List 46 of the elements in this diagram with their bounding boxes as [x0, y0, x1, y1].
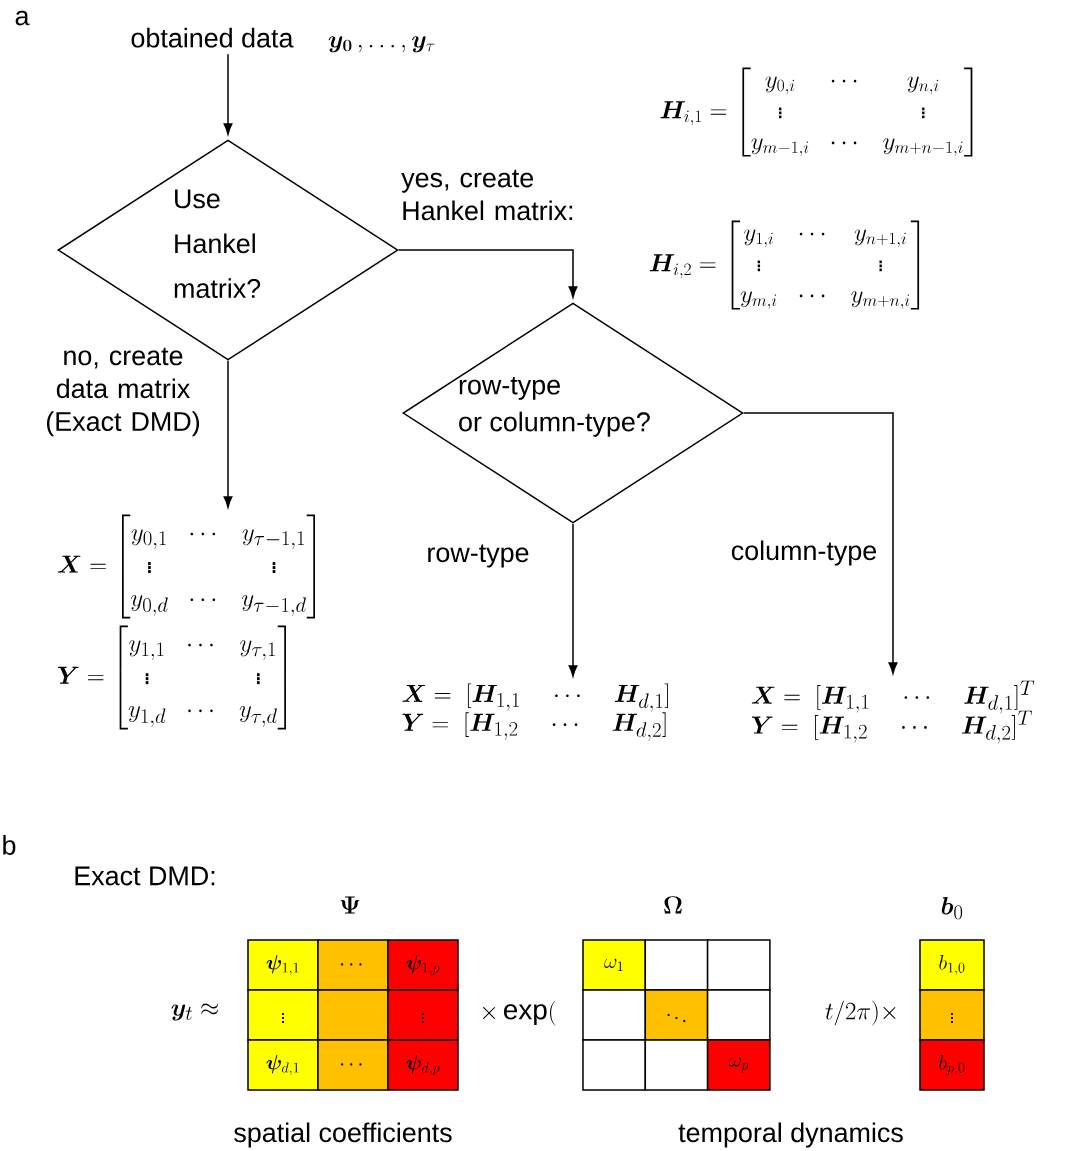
matrix-cell: $b_{p,0}$	[919, 1039, 985, 1091]
caption: spatial coefficients	[234, 1122, 452, 1148]
arrow	[398, 249, 578, 298]
heading: Exact DMD:	[75, 866, 215, 886]
matrix-cell: $\cdots$	[317, 939, 389, 991]
arrow	[743, 412, 898, 674]
arrow	[223, 53, 233, 135]
panel-letter: a	[15, 10, 30, 26]
matrix-cell: $\bm{\psi}_{d,1}$	[247, 1039, 319, 1091]
matrix-cell	[706, 939, 771, 991]
matrix-symbol: $\boldsymbol{\Psi}$	[340, 896, 360, 914]
edge-label: column-type	[731, 540, 877, 566]
matrix-cell	[706, 989, 771, 1041]
matrix-cell: $\vdots$	[919, 989, 985, 1041]
matrix-cell: $\bm{\psi}_{1,1}$	[247, 939, 319, 991]
edge-label: no, create data matrix (Exact DMD)	[46, 347, 200, 437]
matrix-equation: $\bm{X} = \;[\bm{H}_{1,1} \quad \cdots \quad \bm{H}_{d,1}]^T$ $\bm{Y} = \;[\bm{H}_{1,2} \quad \cdots \quad \bm{H}_{d,2}]^T$	[751, 680, 1035, 744]
matrix-cell	[317, 989, 389, 1041]
matrix-symbol: $\bm{b}_0$	[941, 897, 963, 920]
math-expression: $\bm{y}_t \approx$	[171, 1003, 218, 1021]
matrix-cell	[644, 939, 709, 991]
edge-label: yes, create Hankel matrix:	[401, 169, 573, 221]
matrix-cell: $\cdots$	[317, 1039, 389, 1091]
arrow	[223, 360, 233, 508]
matrix-symbol: $\boldsymbol{\Omega}$	[664, 896, 682, 914]
matrix-cell: $\vdots$	[387, 989, 459, 1041]
math-expression: $t/2\pi) \times$	[825, 1000, 896, 1026]
matrix-cell: $\bm{\psi}_{1,p}$	[387, 939, 459, 991]
arrow	[568, 523, 578, 677]
matrix-cell	[582, 989, 647, 1041]
matrix-cell: $\omega_1$	[582, 939, 647, 991]
matrix-cell	[644, 1039, 709, 1091]
matrix-cell: $\omega_p$	[706, 1039, 771, 1091]
matrix-cell: $\bm{\psi}_{d,p}$	[387, 1039, 459, 1091]
matrix-cell: $b_{1,0}$	[919, 939, 985, 991]
data-label: obtained data $\bm{y}_{\bm{0}}\,, \dots, \bm{y}_\tau$	[131, 27, 435, 53]
panel-letter: b	[3, 835, 16, 855]
edge-label: row-type	[428, 544, 529, 568]
matrix-cell: $\ddots$	[644, 989, 709, 1041]
matrix-equation: $\bm{H}_{i,1} = \begin{bmatrix} y_{0,i} & \cdots & y_{n,i} \\ \vdots & & \vdots \\ y_{m-1,i} & \cdots & y_{m+n-1,i} \end{bmatrix}$	[660, 67, 973, 157]
math-expression: $\times \exp($	[483, 1000, 556, 1026]
matrix-cell	[582, 1039, 647, 1091]
matrix-equation: $\bm{X} = \;[\bm{H}_{1,1} \quad \cdots \quad \bm{H}_{d,1}]$ $\bm{Y} = \;[\bm{H}_{1,2} \quad \cdots \quad \bm{H}_{d,2}]$	[402, 683, 668, 741]
matrix-cell: $\vdots$	[247, 989, 319, 1041]
caption: temporal dynamics	[678, 1122, 903, 1148]
matrix-equation: $\bm{X} = \begin{bmatrix} y_{0,1} & \cdots & y_{\tau-1,1} \\ \vdots & & \vdots \\ y_{0,d} & \cdots & y_{\tau-1,d} \end{bmatrix}$ $\bm{Y} = \begin{bmatrix} y_{1,1} & \cdots & y_{\tau,1} \\ \vdots & & \vdots \\ y_{1,d} & \cdots & y_{\tau,d} \end{bmatrix}$	[57, 514, 315, 730]
